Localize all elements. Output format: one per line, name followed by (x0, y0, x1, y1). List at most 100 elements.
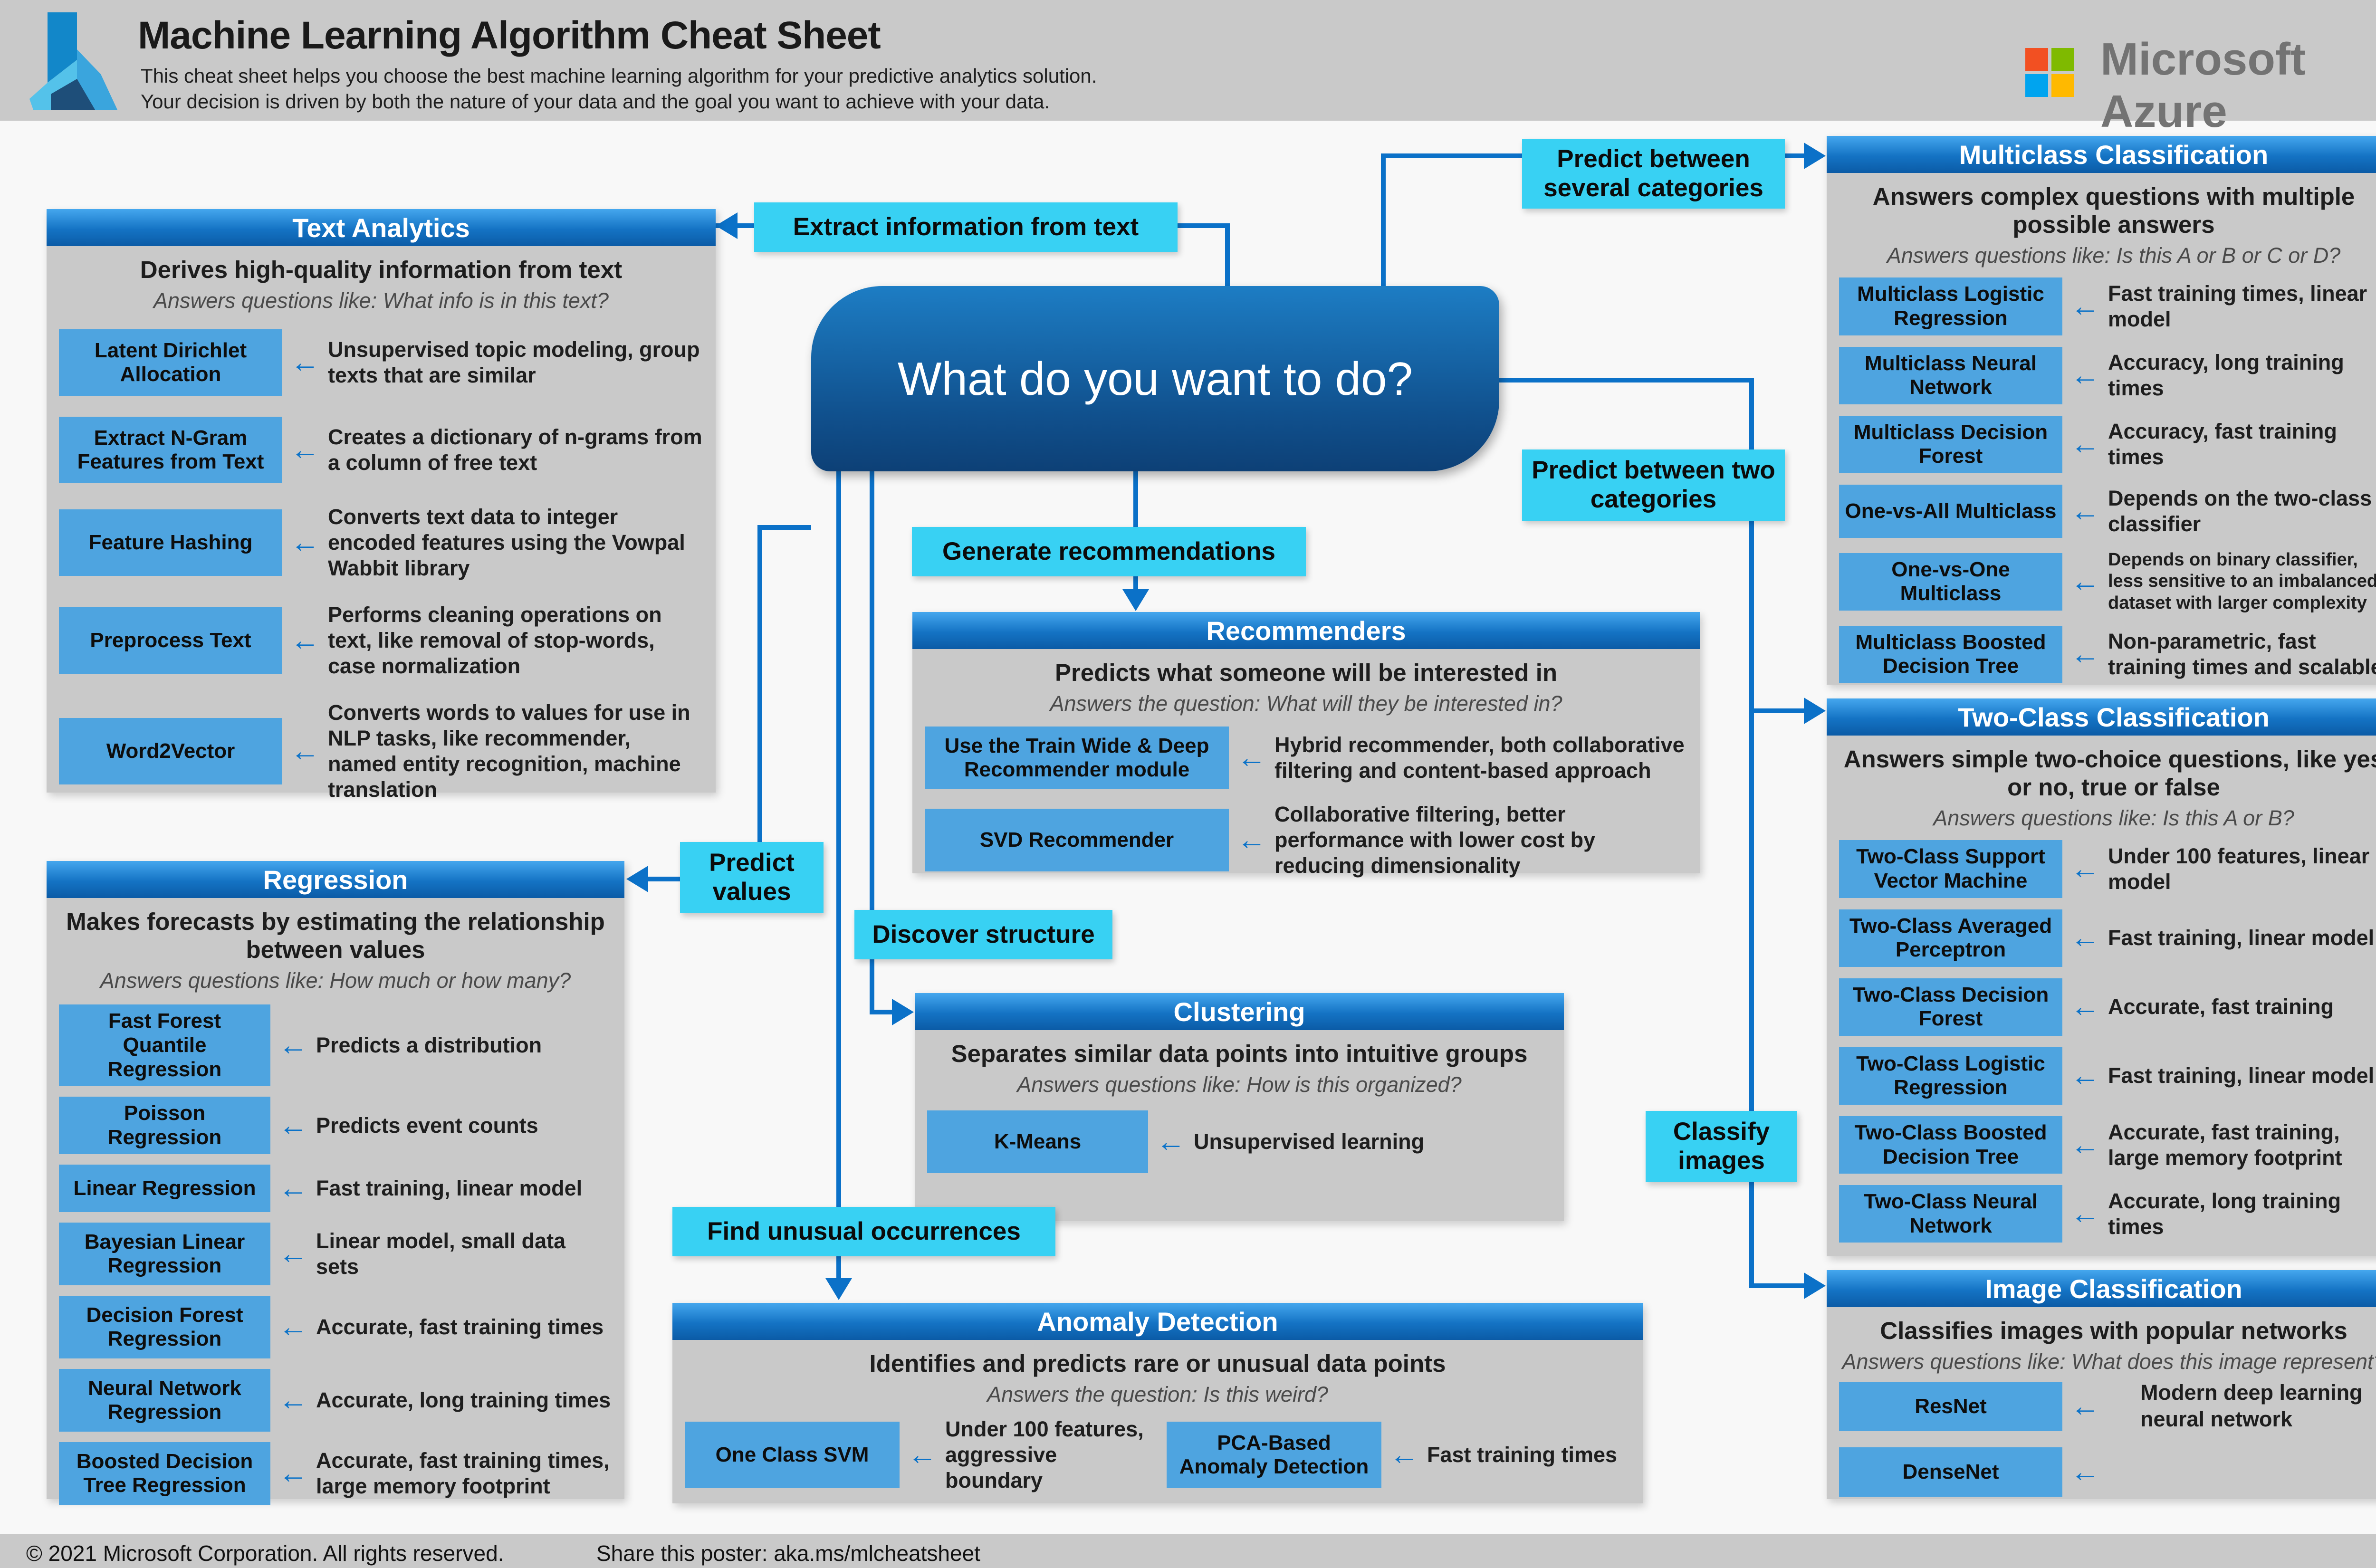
algorithm-desc: Accurate, fast training, large memory fo… (2108, 1119, 2342, 1170)
algorithm-desc: Accuracy, long training times (2108, 350, 2344, 401)
algorithm-chip: Preprocess Text (59, 607, 282, 674)
algorithm-chip: Multiclass Logistic Regression (1839, 277, 2062, 335)
algo-row: Two-Class Averaged Perceptron Fast train… (1839, 909, 2376, 967)
azure-ml-logo-icon (29, 12, 117, 110)
left-arrow-icon (2062, 1457, 2108, 1487)
panel-anomaly-detection: Anomaly Detection Identifies and predict… (672, 1303, 1643, 1503)
panel-image-classification: Image Classification Classifies images w… (1827, 1270, 2376, 1499)
algo-row: Multiclass Decision Forest Accuracy, fas… (1839, 415, 2376, 473)
algorithm-desc: Under 100 features, aggressive boundary (945, 1417, 1144, 1493)
panel-title: Image Classification (1827, 1270, 2376, 1307)
connector-line (836, 471, 841, 1279)
algorithm-desc: Fast training times, linear model (2108, 281, 2367, 331)
panel-title: Text Analytics (47, 209, 716, 246)
left-arrow-icon (282, 435, 328, 465)
algorithm-desc: Depends on binary classifier, less sensi… (2108, 549, 2376, 613)
algo-row: Word2Vector Converts words to values for… (59, 700, 703, 803)
left-arrow-icon (282, 736, 328, 766)
algo-row: Fast Forest Quantile Regression Predicts… (59, 1004, 612, 1087)
central-question-text: What do you want to do? (897, 352, 1413, 405)
decision-label-classify-images: Classify images (1646, 1111, 1797, 1182)
algo-row: Preprocess Text Performs cleaning operat… (59, 602, 703, 679)
panel-hint: Answers questions like: What does this i… (1842, 1349, 2376, 1374)
copyright-text: © 2021 Microsoft Corporation. All rights… (26, 1541, 504, 1566)
algo-row: One Class SVM Under 100 features, aggres… (685, 1416, 1630, 1493)
algorithm-shared-desc: Modern deep learning neural network (2140, 1380, 2363, 1432)
footer-bar: © 2021 Microsoft Corporation. All rights… (0, 1534, 2376, 1568)
panel-title: Clustering (915, 993, 1564, 1030)
algo-row: Two-Class Boosted Decision Tree Accurate… (1839, 1116, 2376, 1174)
panel-two-class-classification: Two-Class Classification Answers simple … (1827, 698, 2376, 1256)
decision-label-find-unusual: Find unusual occurrences (672, 1207, 1055, 1256)
algo-row: Two-Class Neural Network Accurate, long … (1839, 1185, 2376, 1243)
connector-line (1381, 153, 1386, 287)
central-question-node: What do you want to do? (811, 286, 1499, 471)
algorithm-chip: Poisson Regression (59, 1097, 270, 1155)
algo-row: Two-Class Logistic Regression Fast train… (1839, 1047, 2376, 1105)
left-arrow-icon (282, 626, 328, 655)
connector-line (870, 1010, 893, 1014)
algorithm-desc: Non-parametric, fast training times and … (2108, 629, 2376, 679)
panel-multiclass-classification: Multiclass Classification Answers comple… (1827, 136, 2376, 685)
brand-name: Microsoft Azure (2100, 34, 2306, 137)
left-arrow-icon (2062, 1061, 2108, 1090)
algo-row: Multiclass Boosted Decision Tree Non-par… (1839, 625, 2376, 683)
panel-title: Regression (47, 861, 624, 898)
connector-line (1749, 708, 1805, 713)
algorithm-chip: Fast Forest Quantile Regression (59, 1004, 270, 1087)
algo-row: Linear Regression Fast training, linear … (59, 1165, 612, 1213)
algo-row: Extract N-Gram Features from Text Create… (59, 417, 703, 484)
algo-row: ResNet (1839, 1382, 2376, 1432)
page-title: Machine Learning Algorithm Cheat Sheet (138, 14, 881, 57)
algorithm-chip: Linear Regression (59, 1165, 270, 1213)
algo-row: Use the Train Wide & Deep Recommender mo… (925, 727, 1687, 790)
algorithm-desc: Accurate, fast training (2108, 994, 2334, 1019)
page-subtitle-line2: Your decision is driven by both the natu… (141, 90, 1050, 113)
connector-line (1499, 378, 1754, 382)
left-arrow-icon (1381, 1440, 1427, 1470)
algo-row: Two-Class Decision Forest Accurate, fast… (1839, 978, 2376, 1036)
algorithm-desc: Fast training, linear model (316, 1176, 583, 1201)
left-arrow-icon (2062, 640, 2108, 669)
panel-title: Two-Class Classification (1827, 698, 2376, 736)
arrowhead-icon (892, 999, 914, 1025)
share-link-text: Share this poster: aka.ms/mlcheatsheet (596, 1541, 980, 1566)
left-arrow-icon (900, 1440, 945, 1470)
algorithm-chip: One-vs-All Multiclass (1839, 484, 2062, 538)
arrowhead-icon (825, 1278, 852, 1300)
algorithm-chip: Extract N-Gram Features from Text (59, 417, 282, 484)
left-arrow-icon (270, 1312, 316, 1342)
algorithm-desc: Accurate, fast training times, large mem… (316, 1448, 610, 1499)
algorithm-desc: Depends on the two-class classifier (2108, 486, 2372, 536)
panel-hint: Answers the question: What will they be … (1050, 691, 1562, 716)
panel-hint: Answers questions like: Is this A or B o… (1887, 243, 2341, 268)
algorithm-desc: Accurate, long training times (316, 1388, 611, 1413)
decision-label-discover-structure: Discover structure (854, 910, 1112, 959)
algorithm-desc: Predicts event counts (316, 1113, 538, 1138)
panel-title: Recommenders (912, 612, 1700, 649)
algo-row: Poisson Regression Predicts event counts (59, 1097, 612, 1155)
panel-desc: Derives high-quality information from te… (140, 256, 623, 283)
algorithm-desc: Fast training times (1427, 1443, 1618, 1467)
algorithm-chip: Two-Class Logistic Regression (1839, 1047, 2062, 1105)
algorithm-desc: Fast training, linear model (2108, 926, 2375, 950)
algorithm-desc: Converts text data to integer encoded fe… (328, 505, 685, 581)
algorithm-chip: One Class SVM (685, 1422, 900, 1489)
algo-row: Boosted Decision Tree Regression Accurat… (59, 1442, 612, 1505)
panel-desc: Identifies and predicts rare or unusual … (869, 1350, 1446, 1377)
decision-label-generate-recommendations: Generate recommendations (912, 527, 1306, 576)
algorithm-desc: Accuracy, fast training times (2108, 419, 2337, 469)
panel-text-analytics: Text Analytics Derives high-quality info… (47, 209, 716, 802)
algorithm-chip: Multiclass Boosted Decision Tree (1839, 625, 2062, 683)
left-arrow-icon (270, 1459, 316, 1488)
left-arrow-icon (2062, 292, 2108, 321)
panel-clustering: Clustering Separates similar data points… (915, 993, 1564, 1221)
algo-row: One-vs-All Multiclass Depends on the two… (1839, 484, 2376, 538)
algorithm-chip: Bayesian Linear Regression (59, 1223, 270, 1286)
left-arrow-icon (270, 1174, 316, 1203)
connector-line (870, 471, 874, 1014)
algorithm-desc: Accurate, long training times (2108, 1188, 2341, 1239)
panel-hint: Answers questions like: What info is in … (153, 288, 609, 313)
panel-desc: Answers simple two-choice questions, lik… (1843, 746, 2376, 801)
